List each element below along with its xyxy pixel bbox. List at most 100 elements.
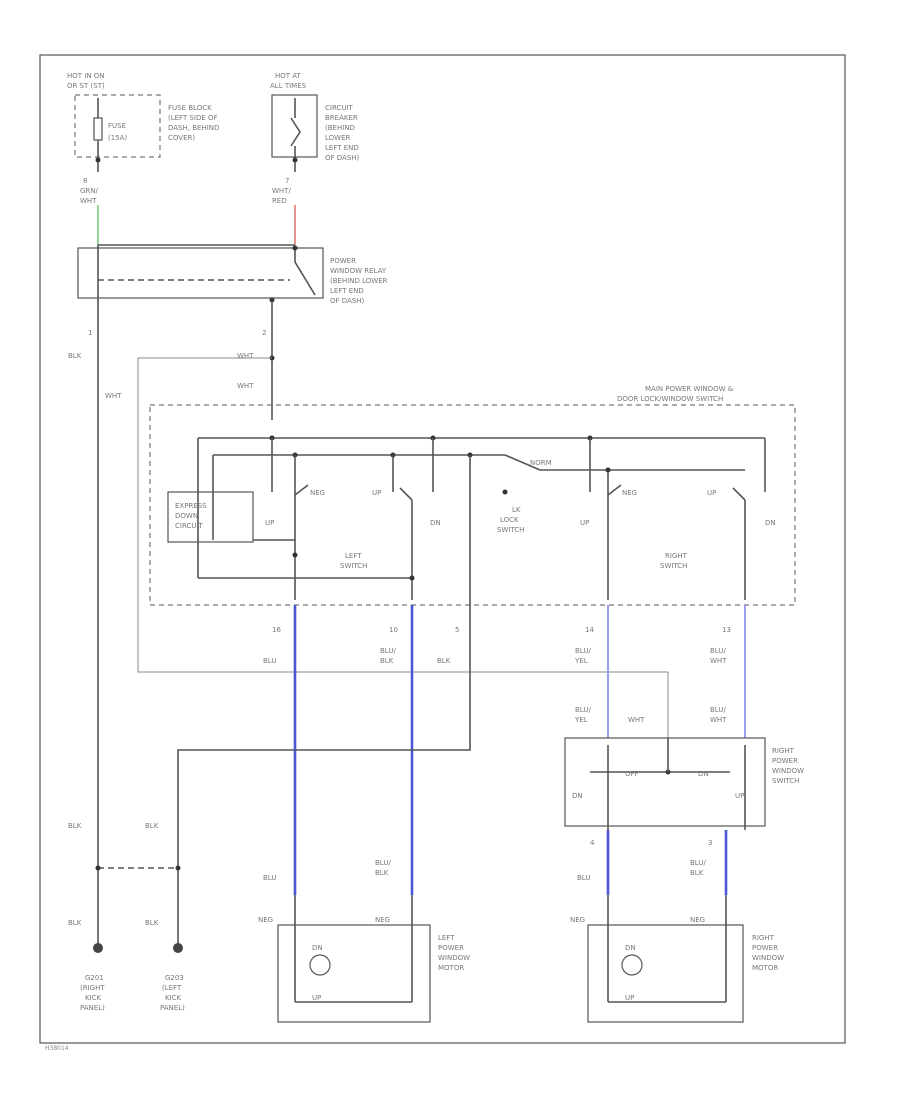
label-blu-yel-1: BLU/ [575, 647, 591, 655]
label-g203a: G203 [165, 974, 184, 982]
label-right-motor3: WINDOW [752, 954, 784, 962]
ground-node-2 [175, 865, 181, 871]
label-main-switch1: MAIN POWER WINDOW & [645, 385, 734, 393]
label-yel-2: YEL [574, 716, 588, 724]
label-cb5: LEFT END [325, 144, 359, 152]
relay-outline [77, 247, 324, 299]
left-sw-node-2 [409, 575, 415, 581]
fuse-terminal [95, 157, 101, 163]
label-relay-p2: 2 [262, 329, 266, 337]
label-rp-switch3: WINDOW [772, 767, 804, 775]
label-wht-6: WHT [710, 716, 727, 724]
label-left-dn: DN [430, 519, 441, 527]
label-g201d: PANEL) [80, 1004, 105, 1012]
ground-node-1 [95, 865, 101, 871]
label-blu-wht-1: BLU/ [710, 647, 726, 655]
label-rp-up: UP [735, 792, 744, 800]
label-blk-7: BLK [145, 919, 159, 927]
label-right-switch2: SWITCH [660, 562, 687, 570]
express-down-box [167, 491, 254, 543]
label-left-up2: UP [372, 489, 381, 497]
label-rp-off: OFF [625, 770, 639, 778]
label-relay3: (BEHIND LOWER [330, 277, 388, 285]
label-g203b: (LEFT [162, 984, 182, 992]
label-express2: DOWN [175, 512, 198, 520]
label-cb1: CIRCUIT [325, 104, 354, 112]
label-blu-1: BLU [263, 657, 276, 665]
label-left-switch1: LEFT [345, 552, 362, 560]
label-express3: CIRCUIT [175, 522, 204, 530]
label-cb4: LOWER [325, 134, 351, 142]
label-wht-4: WHT [710, 657, 727, 665]
label-express1: EXPRESS [175, 502, 207, 510]
label-all-times: ALL TIMES [270, 82, 307, 90]
label-blu-blk-3: BLU/ [690, 859, 706, 867]
label-right-up: UP [580, 519, 589, 527]
label-lk: LK [512, 506, 521, 514]
label-w1-color1: GRN/ [80, 187, 99, 195]
label-blk-8: BLK [375, 869, 389, 877]
label-rm-dn: DN [625, 944, 636, 952]
ground-g203-icon [173, 943, 183, 953]
label-footer: H38014 [45, 1045, 69, 1052]
label-blu-wht-2: BLU/ [710, 706, 726, 714]
label-left-switch2: SWITCH [340, 562, 367, 570]
label-blk-9: BLK [690, 869, 704, 877]
label-relay2: WINDOW RELAY [330, 267, 387, 275]
label-blk-6: BLK [68, 919, 82, 927]
right-contact-1 [607, 484, 622, 496]
label-wht-3: WHT [237, 382, 254, 390]
label-left-neg: NEG [310, 489, 325, 497]
label-fuse: FUSE [108, 122, 126, 130]
label-cb6: OF DASH) [325, 154, 360, 162]
label-relay-p1: 1 [88, 329, 92, 337]
label-p16: 16 [272, 626, 281, 634]
label-main-switch2: DOOR LOCK/WINDOW SWITCH [617, 395, 723, 403]
lock-contact [504, 454, 541, 471]
label-right-motor1: RIGHT [752, 934, 775, 942]
label-blk-4: BLK [68, 822, 82, 830]
label-yel-1: YEL [574, 657, 588, 665]
label-blk-1: BLK [68, 352, 82, 360]
label-blu-blk-1: BLU/ [380, 647, 396, 655]
label-right-up2: UP [707, 489, 716, 497]
label-relay4: LEFT END [330, 287, 364, 295]
label-lm-neg2: NEG [375, 916, 390, 924]
label-rp-dn2: DN [698, 770, 709, 778]
label-p13: 13 [722, 626, 731, 634]
left-contact-1 [294, 484, 309, 496]
label-w1-num: 8 [83, 177, 87, 185]
label-left-motor3: WINDOW [438, 954, 470, 962]
label-w2-color1: WHT/ [272, 187, 291, 195]
label-p3: 3 [708, 839, 712, 847]
right-pw-switch-box [564, 737, 766, 827]
label-g201a: G201 [85, 974, 104, 982]
label-norm: NORM [530, 459, 552, 467]
label-blu-blk-2: BLU/ [375, 859, 391, 867]
label-g201c: KICK [85, 994, 102, 1002]
label-fuse-amp: (15A) [108, 134, 127, 142]
left-sw-node [292, 552, 298, 558]
label-left-motor4: MOTOR [438, 964, 464, 972]
label-left-motor2: POWER [438, 944, 464, 952]
label-right-neg: NEG [622, 489, 637, 497]
label-w2-num: 7 [285, 177, 289, 185]
label-or-start: OR ST (ST) [67, 82, 105, 90]
label-cb3: (BEHIND [325, 124, 355, 132]
label-wht-1: WHT [105, 392, 122, 400]
right-motor-box [587, 924, 744, 1023]
fuse-block-outline [74, 94, 161, 158]
left-contact-2 [399, 487, 413, 501]
label-cb2: BREAKER [325, 114, 358, 122]
label-p10: 10 [389, 626, 398, 634]
label-lock-switch: SWITCH [497, 526, 524, 534]
label-right-dn: DN [765, 519, 776, 527]
relay-contact [294, 250, 316, 296]
label-wht-5: WHT [628, 716, 645, 724]
label-left-up: UP [265, 519, 274, 527]
label-fuse-block: FUSE BLOCK [168, 104, 212, 112]
wire-blk-lock [177, 610, 471, 945]
right-contact-2 [732, 487, 746, 501]
